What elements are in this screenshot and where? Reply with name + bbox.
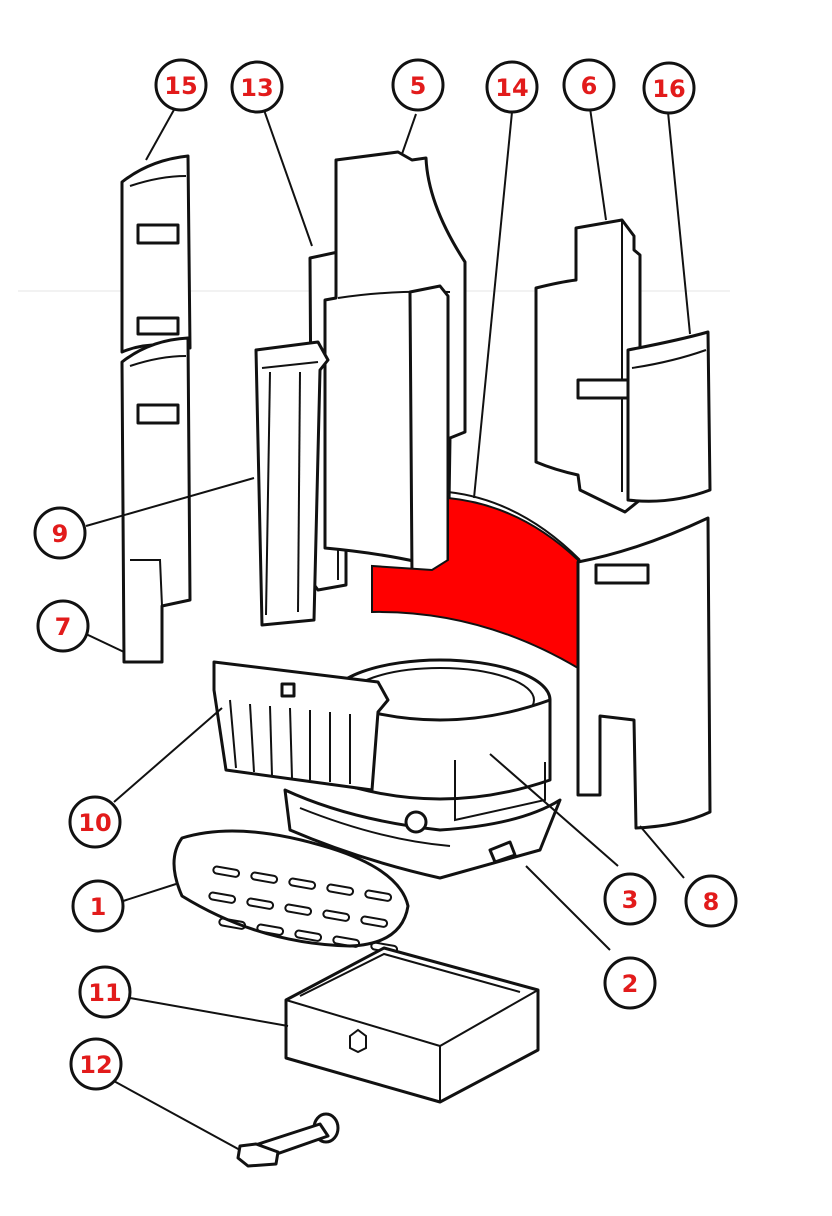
callout-2: 2 bbox=[603, 956, 657, 1010]
part-12-ash-pan-handle bbox=[236, 1112, 340, 1168]
callout-7: 7 bbox=[36, 599, 90, 653]
callout-5: 5 bbox=[391, 58, 445, 112]
part-16-upper-right-liner bbox=[626, 330, 712, 503]
callout-15: 15 bbox=[154, 58, 208, 112]
callout-8: 8 bbox=[684, 874, 738, 928]
callout-10: 10 bbox=[68, 795, 122, 849]
svg-text:9: 9 bbox=[52, 520, 69, 548]
callout-16: 16 bbox=[642, 61, 696, 115]
part-2-grate-base bbox=[283, 788, 562, 880]
svg-text:15: 15 bbox=[164, 72, 197, 100]
part-6-upper-right-plate bbox=[534, 218, 642, 514]
svg-text:8: 8 bbox=[703, 888, 720, 916]
svg-text:14: 14 bbox=[495, 74, 528, 102]
svg-text:16: 16 bbox=[652, 75, 685, 103]
svg-text:10: 10 bbox=[78, 809, 111, 837]
svg-text:3: 3 bbox=[622, 886, 639, 914]
callout-11: 11 bbox=[78, 965, 132, 1019]
callout-14: 14 bbox=[485, 60, 539, 114]
svg-text:12: 12 bbox=[79, 1051, 112, 1079]
part-7-lower-left-liner bbox=[120, 336, 192, 664]
part-9-front-side-panel bbox=[254, 340, 330, 627]
callout-9: 9 bbox=[33, 506, 87, 560]
svg-text:6: 6 bbox=[581, 72, 598, 100]
svg-text:1: 1 bbox=[90, 893, 107, 921]
part-8-lower-right-liner bbox=[576, 516, 712, 830]
part-1-ash-grate-plate bbox=[172, 829, 410, 954]
callout-3: 3 bbox=[603, 872, 657, 926]
part-14-rear-curved-liner bbox=[371, 491, 581, 670]
svg-text:5: 5 bbox=[410, 72, 427, 100]
part-15-upper-left-liner bbox=[120, 154, 192, 354]
part-11-ash-pan bbox=[284, 946, 540, 1104]
svg-text:7: 7 bbox=[55, 613, 72, 641]
svg-text:13: 13 bbox=[240, 74, 273, 102]
callout-13: 13 bbox=[230, 60, 284, 114]
callout-6: 6 bbox=[562, 58, 616, 112]
callout-1: 1 bbox=[71, 879, 125, 933]
svg-text:11: 11 bbox=[88, 979, 121, 1007]
svg-text:2: 2 bbox=[622, 970, 639, 998]
callout-12: 12 bbox=[69, 1037, 123, 1091]
leader-lines bbox=[85, 98, 691, 1151]
part-5-rear-back-plate bbox=[323, 150, 467, 588]
part-10-front-grate bbox=[212, 660, 390, 792]
